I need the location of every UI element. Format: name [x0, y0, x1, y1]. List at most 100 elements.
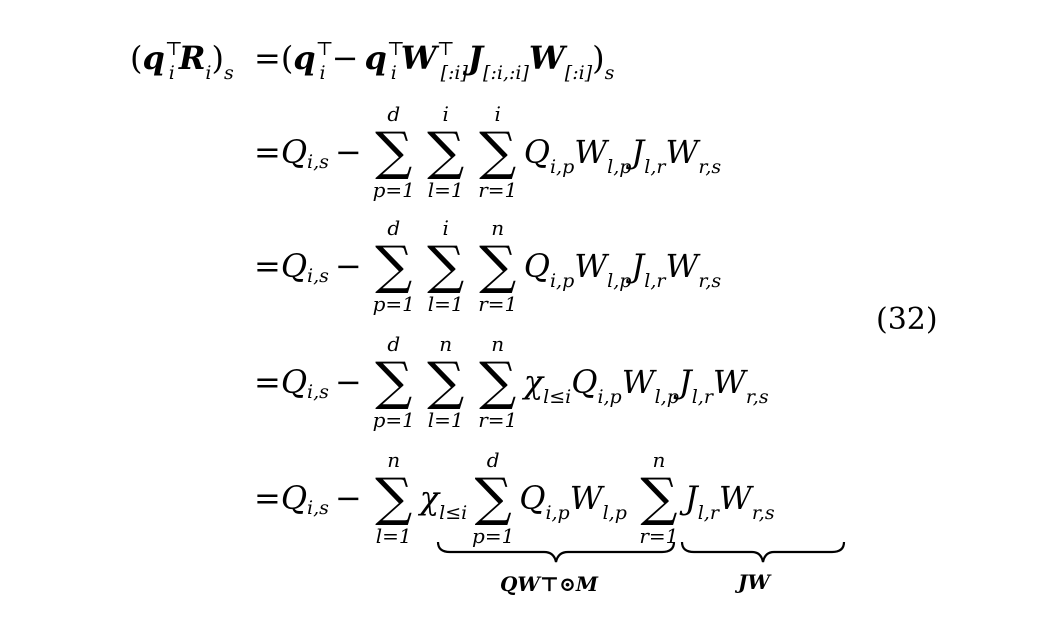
line5-term-J-sub: l,r: [697, 502, 719, 524]
line4-term-Q: Q: [571, 363, 598, 401]
line3-sum-p-lower: p=1: [372, 292, 415, 316]
line1-equals: =: [254, 39, 281, 77]
line4-chi: χ: [523, 363, 544, 401]
line1-q1-sup: ⊤: [315, 38, 334, 60]
line4-chi-sub: l≤i: [543, 386, 572, 408]
line1-q1: q: [293, 39, 316, 77]
line5-sum-p-upper: d: [486, 448, 500, 472]
line1-q2-sub: i: [390, 62, 397, 84]
line5-Q-sub: i,s: [307, 496, 329, 519]
line3-term-Q-sub: i,p: [549, 270, 575, 292]
line3-sum-r-lower: r=1: [478, 292, 518, 316]
line1-q2-sup: ⊤: [386, 38, 405, 60]
line4-sum-l-upper: n: [439, 332, 453, 356]
line2-sum-l-upper: i: [442, 102, 449, 126]
line5-chi-symbol: χ: [419, 479, 440, 517]
line1-W1: W: [400, 39, 437, 77]
line4-sum-r-upper: n: [491, 332, 505, 356]
line1-J-sub: [:i,:i]: [483, 62, 529, 84]
line5-sum-l-upper: n: [387, 448, 401, 472]
line2-sum-l-lower: l=1: [427, 178, 464, 202]
line3-term-J-sub: l,r: [644, 270, 666, 292]
line2-term-Q: Q: [523, 133, 550, 171]
lhs-q-sub: i: [168, 62, 175, 84]
line3-term-W2-sub: r,s: [698, 270, 722, 292]
line5-chi: χl≤i: [419, 479, 467, 523]
line1-minus: −: [331, 39, 359, 77]
line1-close-paren: ): [592, 39, 605, 77]
line2-Q-sub: i,s: [307, 150, 329, 173]
line5-sum-p: d∑p=1: [469, 448, 517, 548]
line2-equals: =: [254, 133, 281, 171]
line2-sum-r: i∑r=1: [474, 102, 522, 202]
underbrace-qw-m-label: QW⊤⊙M: [500, 572, 598, 596]
line4-term-J: J: [678, 363, 692, 401]
line3-minus: −: [334, 247, 362, 285]
line2-sum-p: d∑p=1: [370, 102, 418, 202]
line2-term-W2-sub: r,s: [698, 156, 722, 178]
underbrace-qw-m: [436, 541, 676, 563]
line3-Q-sub: i,s: [307, 264, 329, 287]
line5-term-W1-sub: l,p: [602, 502, 627, 524]
line5-sum-r-upper: n: [652, 448, 666, 472]
line4-minus: −: [334, 363, 362, 401]
line5-QW-term: Qi,pWl,p: [519, 479, 627, 523]
line3-term-J: J: [631, 247, 645, 285]
line4-sum-p: d∑p=1: [370, 332, 418, 432]
line5-sum-r-lower: r=1: [639, 524, 679, 548]
line4-term: χl≤iQi,pWl,pJl,rWr,s: [523, 363, 769, 407]
line3-sum-l-upper: i: [442, 216, 449, 240]
lhs-R-sub: i: [205, 62, 212, 84]
lhs-q: q: [142, 39, 165, 77]
line4-sum-r: n∑r=1: [474, 332, 522, 432]
line1-close-sub: s: [604, 62, 615, 84]
line5-term-Q-sub: i,p: [545, 502, 570, 524]
line3-term-W1: W: [574, 247, 608, 285]
line2-term-W1: W: [574, 133, 608, 171]
lhs-q-sup: ⊤: [164, 38, 183, 60]
line1-W2-sub: [:i]: [564, 62, 593, 84]
line5-sum-l: n∑l=1: [370, 448, 418, 548]
line4-term-W1-sub: l,p: [654, 386, 679, 408]
line2-minus: −: [334, 133, 362, 171]
line2-sum-p-lower: p=1: [372, 178, 415, 202]
line2-term-J: J: [631, 133, 645, 171]
line3-sum-l: i∑l=1: [422, 216, 470, 316]
line2-Q: Q: [280, 133, 308, 171]
line5-minus: −: [334, 479, 362, 517]
line5-JW-term: Jl,rWr,s: [685, 479, 775, 523]
line5-term-W2-sub: r,s: [751, 502, 775, 524]
line4-sum-l: n∑l=1: [422, 332, 470, 432]
line4-term-W2-sub: r,s: [745, 386, 769, 408]
line2-sum-r-lower: r=1: [478, 178, 518, 202]
line2-term-Q-sub: i,p: [549, 156, 575, 178]
line1-W1-sup: ⊤: [436, 38, 455, 60]
line3-sum-l-lower: l=1: [427, 292, 464, 316]
line5-term-Q: Q: [519, 479, 546, 517]
lhs-close-paren: ): [211, 39, 224, 77]
line4-Q: Q: [280, 363, 308, 401]
lhs-open-paren: (: [130, 39, 143, 77]
line2-sum-l: i∑l=1: [422, 102, 470, 202]
line3-Q: Q: [280, 247, 308, 285]
line4-term-W1: W: [621, 363, 655, 401]
line2-term-W2: W: [665, 133, 699, 171]
line4-term-W2: W: [712, 363, 746, 401]
line2-term-W1-sub: l,p: [607, 156, 632, 178]
line4-sum-p-lower: p=1: [372, 408, 415, 432]
line4-term-J-sub: l,r: [691, 386, 713, 408]
line5-sum-l-lower: l=1: [375, 524, 412, 548]
line2-term: Qi,pWl,pJl,rWr,s: [523, 133, 721, 177]
lhs-R: R: [178, 39, 206, 77]
line1-open-paren: (: [280, 39, 294, 77]
